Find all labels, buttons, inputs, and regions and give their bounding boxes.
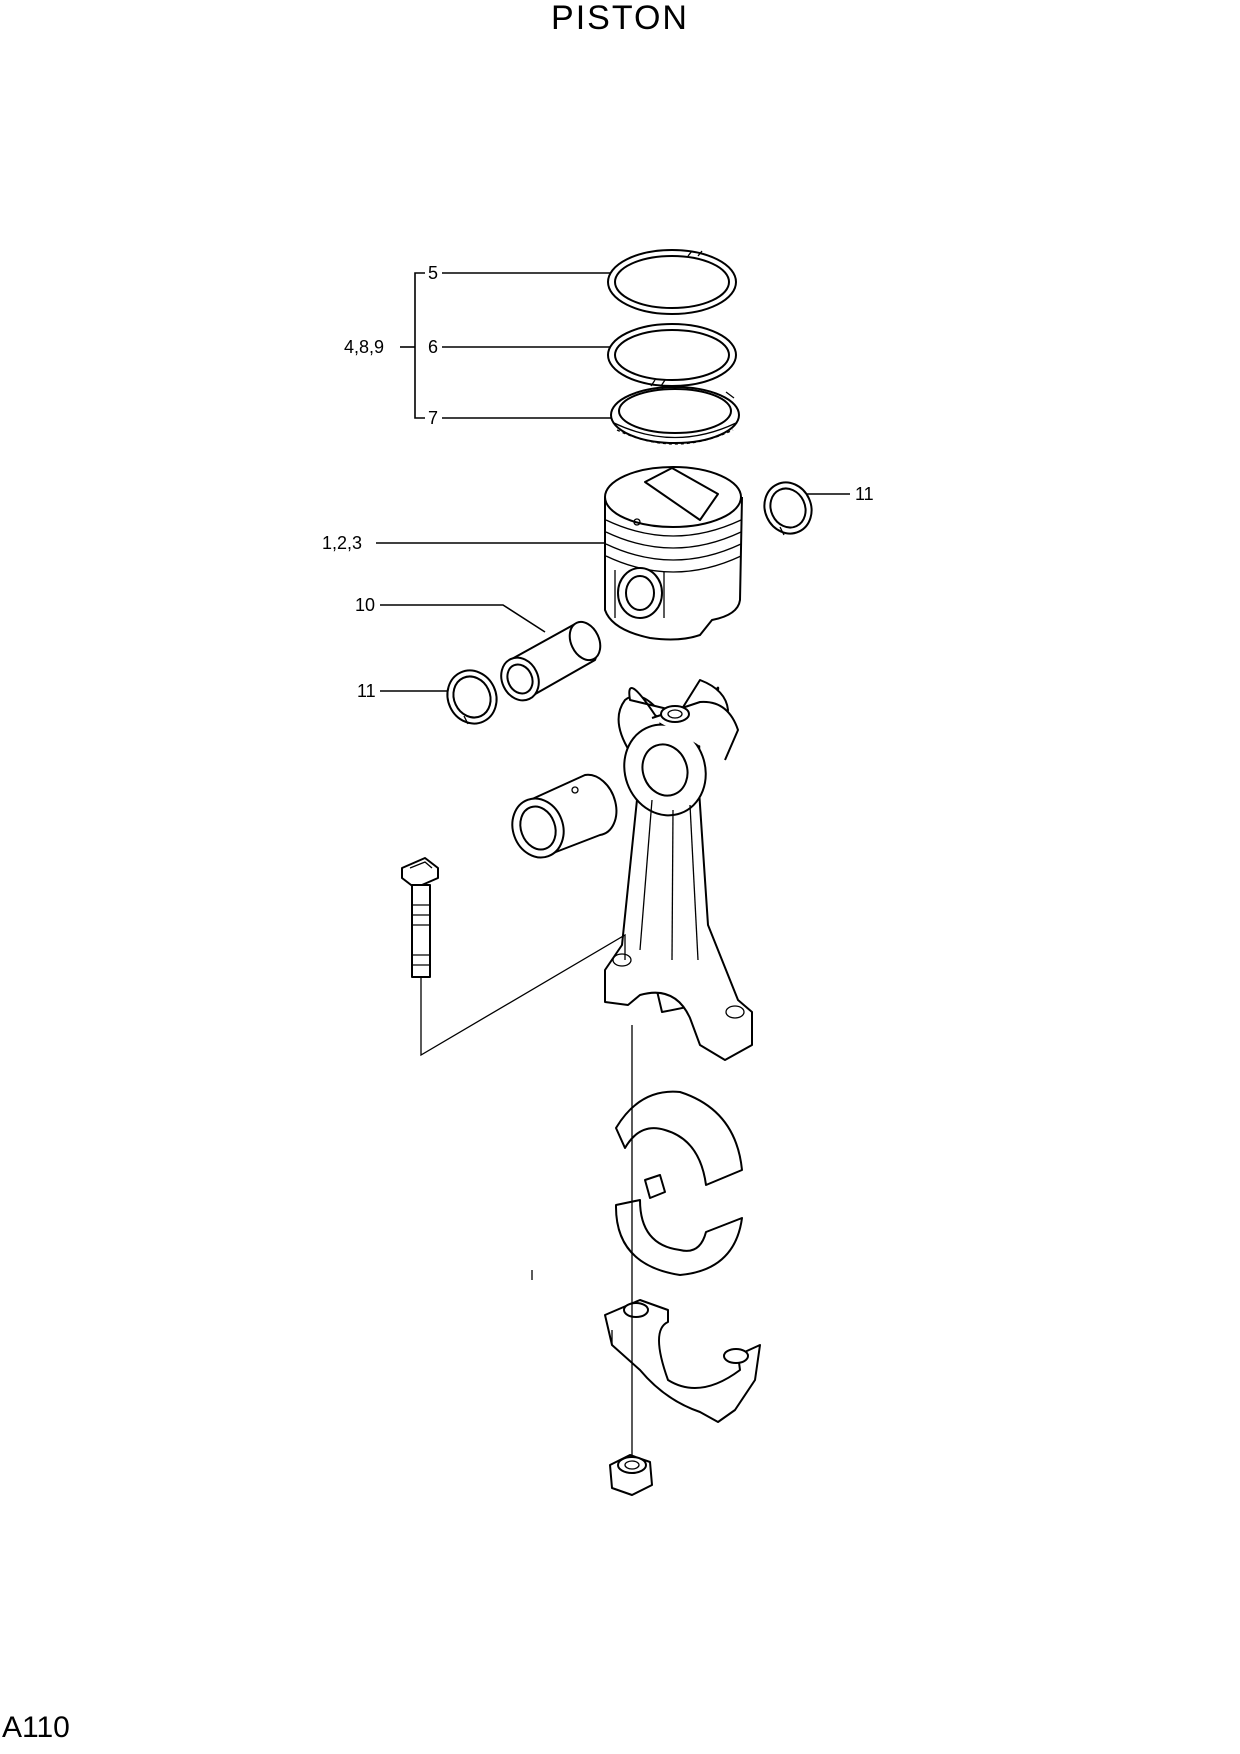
callout-11-left: 11 (357, 681, 376, 701)
callout-group-rings: 5 4,8,9 6 7 (344, 263, 612, 428)
callout-11-top: 11 (855, 484, 874, 504)
bearing-shell-lower (614, 1174, 743, 1276)
callout-6: 6 (428, 337, 438, 357)
small-end-bushing (511, 773, 618, 859)
callout-7: 7 (428, 408, 438, 428)
connecting-rod-bolt (401, 857, 626, 1057)
bearing-shell-upper (615, 1090, 743, 1186)
callout-1-2-3: 1,2,3 (322, 533, 362, 553)
piston-ring-top (607, 249, 737, 315)
callout-4-8-9: 4,8,9 (344, 337, 384, 357)
snap-ring-left (446, 669, 498, 725)
callout-10: 10 (355, 595, 375, 615)
snap-ring-right (763, 481, 813, 536)
piston-ring-second (607, 323, 737, 387)
bearing-cap (604, 1299, 761, 1423)
piston (604, 466, 743, 641)
page-id: A110 (2, 1711, 70, 1744)
callout-group-other: 11 1,2,3 10 11 (322, 484, 874, 701)
piston-pin (500, 620, 602, 702)
callout-5: 5 (428, 263, 438, 283)
page-title: PISTON (551, 0, 689, 37)
piston-ring-oil (610, 386, 740, 445)
connecting-rod-nut (609, 1454, 653, 1496)
connecting-rod (604, 679, 753, 1061)
